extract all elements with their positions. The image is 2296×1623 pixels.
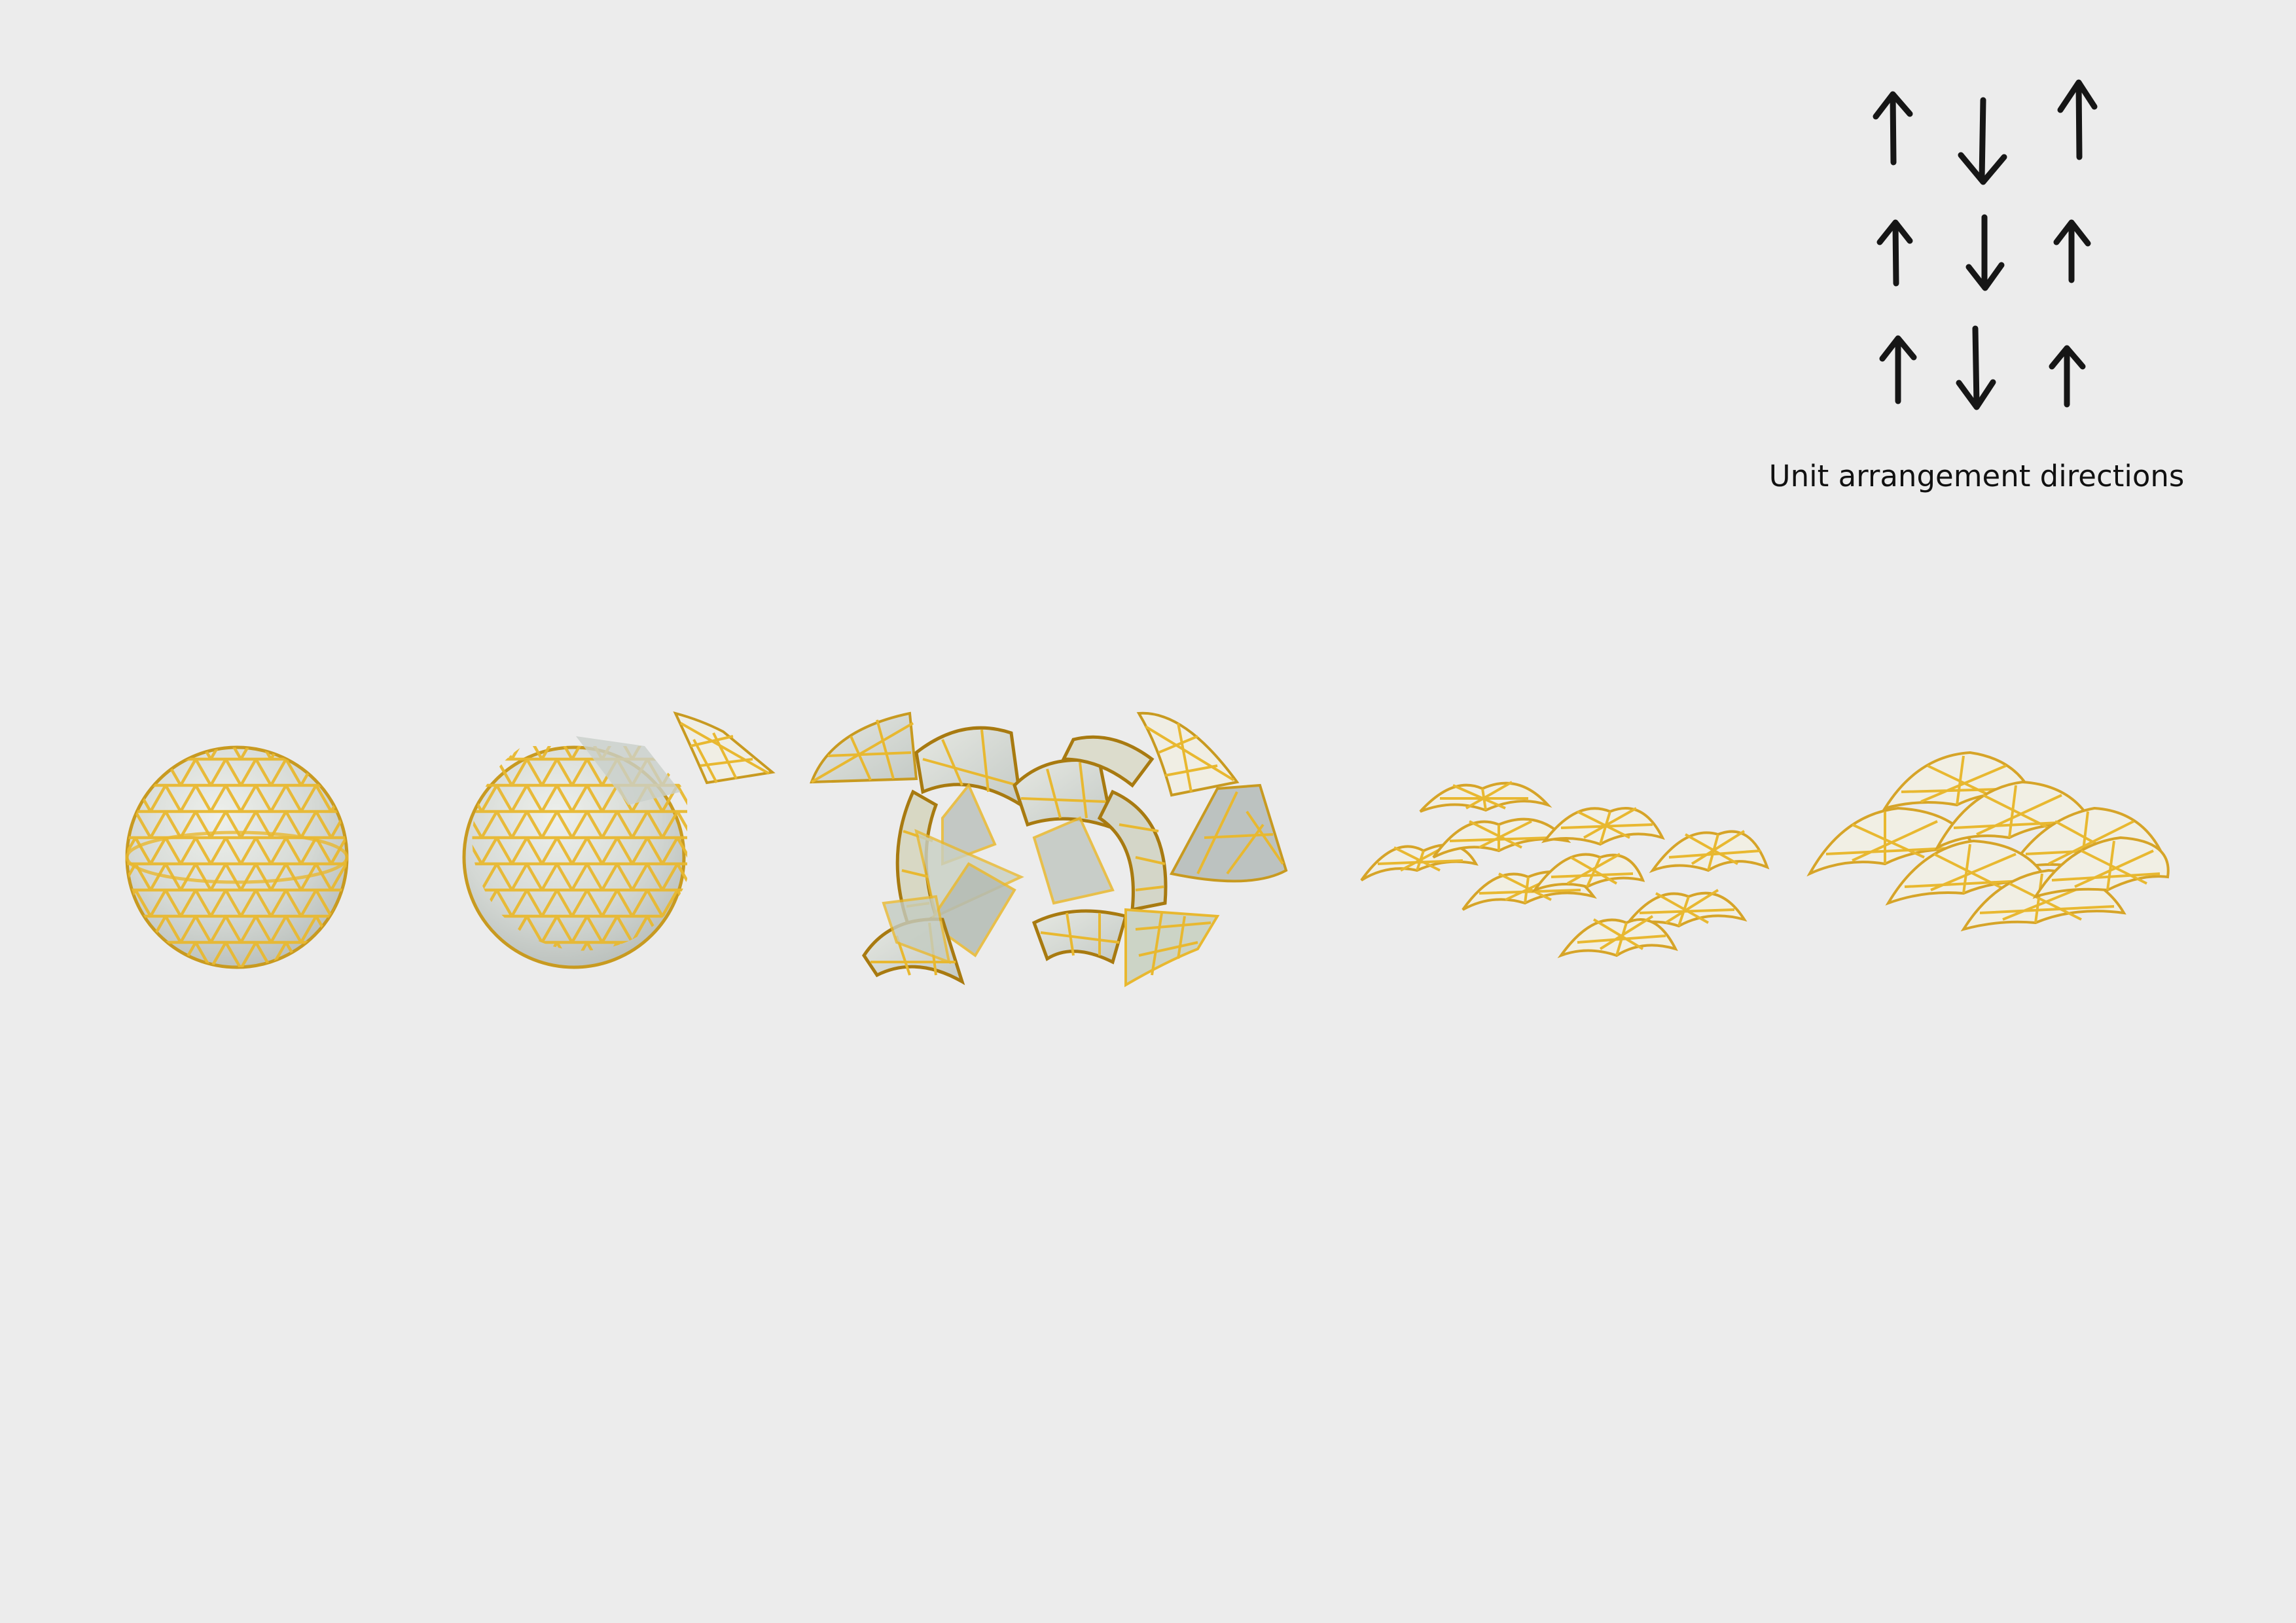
flat-unit [1360, 843, 1479, 882]
arrow-up-icon [1876, 219, 1913, 287]
flat-unit [1557, 915, 1678, 959]
arrow-up-icon [1873, 91, 1913, 166]
arrow-down-icon [1956, 325, 1996, 410]
flat-unit [1622, 889, 1748, 931]
arrow-up-icon [2049, 345, 2086, 408]
legend-caption: Unit arrangement directions [1768, 459, 2185, 493]
arrow-up-icon [2057, 79, 2098, 160]
units-stacked [1806, 751, 2170, 932]
flat-unit [1649, 830, 1770, 874]
removed-unit [673, 711, 776, 785]
arrow-down-icon [1965, 214, 2005, 291]
arrow-up-icon [2053, 219, 2091, 283]
arrow-up-icon [1879, 335, 1917, 404]
flat-unit [1541, 807, 1665, 846]
exploded-sphere-units [810, 711, 1288, 988]
flat-unit [1419, 781, 1552, 813]
flat-unit [1432, 817, 1571, 859]
arrow-legend [1873, 79, 2098, 410]
flat-unit [1531, 853, 1645, 893]
stacked-unit [2032, 836, 2170, 899]
units-laid-flat [1360, 781, 1770, 959]
arrow-down-icon [1958, 97, 2007, 185]
sphere-unit-removed [462, 711, 776, 969]
geodesic-sphere [125, 745, 349, 969]
